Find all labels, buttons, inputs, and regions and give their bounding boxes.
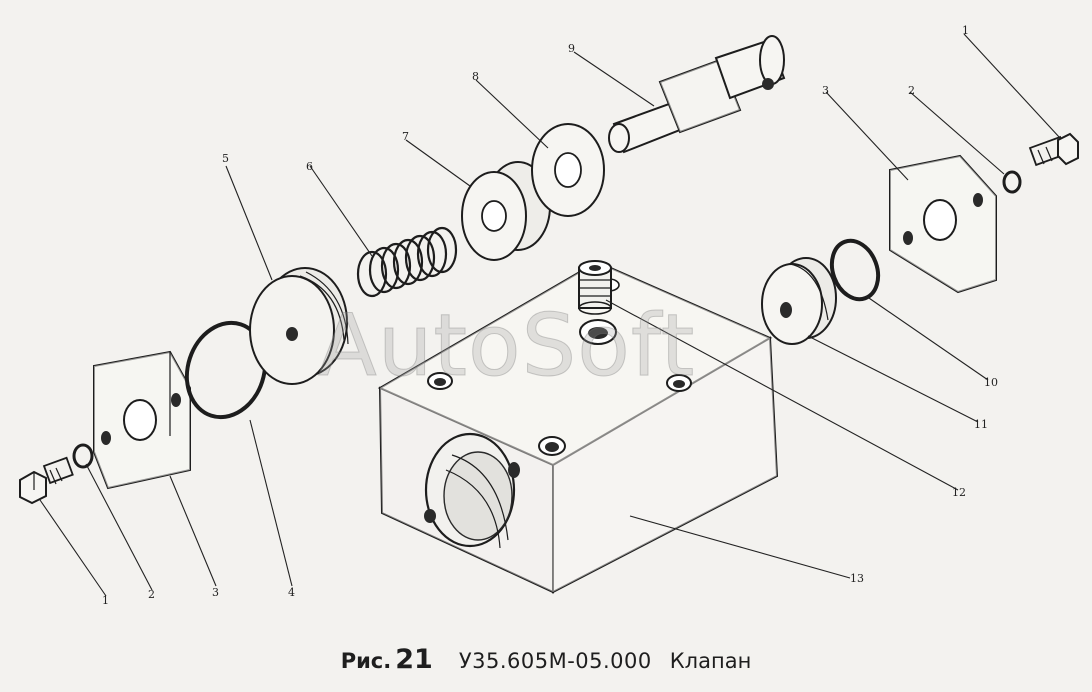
o-ring-right [829, 238, 881, 302]
valve-body-block [377, 260, 779, 594]
callout-2-right: 2 [908, 84, 915, 97]
callout-7: 7 [402, 130, 409, 143]
callout-8: 8 [472, 70, 479, 83]
callout-13: 13 [850, 572, 864, 585]
flange-plate-right [889, 154, 997, 294]
bolt-left [19, 456, 74, 505]
callout-11: 11 [974, 418, 988, 431]
caption-code: У35.605М-05.000 [458, 649, 652, 673]
valve-stem [608, 35, 786, 154]
bolt-right [1028, 132, 1079, 167]
washer-8 [531, 123, 605, 217]
caption-title: Клапан [669, 649, 752, 673]
caption-number: 21 [395, 644, 433, 675]
callout-2-left: 2 [148, 588, 155, 601]
callout-5: 5 [222, 152, 229, 165]
callout-1-left: 1 [102, 594, 109, 607]
washer-left [72, 443, 94, 469]
callout-6: 6 [306, 160, 313, 173]
figure-caption: Рис.21 У35.605М-05.000 Клапан [0, 644, 1092, 675]
plug-part [578, 260, 612, 315]
o-ring-large [184, 320, 268, 420]
callout-12: 12 [952, 486, 966, 499]
slotted-nut [761, 257, 837, 345]
callout-1-right: 1 [962, 24, 969, 37]
flange-plate-left [93, 350, 191, 490]
callout-labels: 1 2 3 4 5 6 7 8 9 3 2 1 10 11 12 13 [102, 24, 998, 607]
callout-10: 10 [984, 376, 998, 389]
callout-3-left: 3 [212, 586, 219, 599]
callout-9: 9 [568, 42, 575, 55]
callout-4: 4 [288, 586, 295, 599]
washer-right [1002, 170, 1022, 194]
callout-3-right: 3 [822, 84, 829, 97]
watermark: AutoSoft [317, 296, 696, 397]
spring [356, 226, 458, 298]
piston-disc [249, 267, 349, 385]
leader-lines [39, 33, 1061, 597]
caption-prefix: Рис. [340, 649, 392, 673]
